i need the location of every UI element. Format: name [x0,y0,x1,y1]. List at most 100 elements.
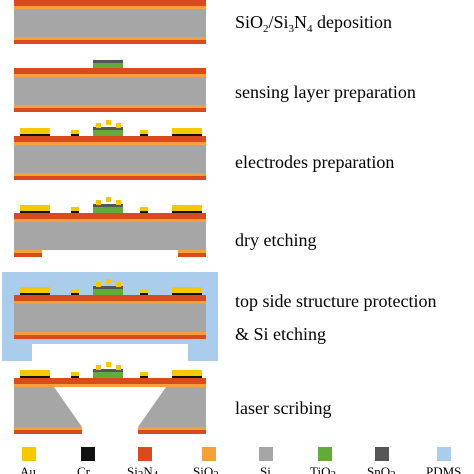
bottom-sio2-right [178,250,206,253]
step-1-wafer [14,0,206,44]
legend-swatch-si [259,447,273,461]
legend: Au Cr Si3N4 SiO2 Si TiO2 SnO2 PDMS [20,447,461,474]
top-si3n4-layer [14,136,206,142]
step-6-label: laser scribing [235,398,331,418]
legend-label-cr: Cr [77,464,91,474]
bottom-si3n4-layer [14,176,206,180]
legend-label-au: Au [20,464,36,474]
legend-label-tio2: TiO2 [310,464,336,474]
sno2-layer [93,127,123,130]
cr-pad-right [172,376,202,378]
legend-swatch-cr [81,447,95,461]
cr-pad-left [20,211,50,213]
top-sio2-layer [14,219,206,222]
au-small-right [140,130,148,134]
bottom-si3n4-right [178,253,206,257]
legend-swatch-au [22,447,36,461]
au-pad-right [172,370,202,376]
cr-small-left [71,376,79,378]
au-finger-1 [96,282,101,287]
au-finger-1 [96,200,101,205]
bottom-si3n4-layer [14,108,206,112]
legend-swatch-si3n4 [138,447,152,461]
au-small-right [140,289,148,293]
top-si3n4-layer [14,0,206,6]
au-finger-2 [106,362,111,367]
bottom-sio2-left [14,427,82,430]
top-sio2-layer [14,384,206,387]
step-3-wafer [14,120,206,180]
legend-label-sno2: SnO2 [367,464,396,474]
top-sio2-layer [14,74,206,77]
legend-swatch-pdms [437,447,451,461]
sno2-layer [93,369,123,372]
cr-pad-left [20,134,50,136]
step-2-wafer [14,60,206,112]
si-frame-left [14,387,82,427]
top-si3n4-layer [14,213,206,219]
top-sio2-layer [14,142,206,145]
legend-label-si3n4: Si3N4 [127,464,159,474]
sno2-layer [93,286,123,289]
top-si3n4-layer [14,68,206,74]
cr-small-left [71,134,79,136]
au-pad-left [20,128,50,134]
si-substrate [14,145,206,173]
bottom-sio2-layer [14,173,206,176]
si-frame-right [138,387,206,427]
cr-small-right [140,376,148,378]
top-sio2-layer [14,6,206,9]
tio2-layer [93,63,123,68]
cr-small-left [71,293,79,295]
cr-small-right [140,211,148,213]
cr-pad-left [20,376,50,378]
bottom-sio2-layer [14,105,206,108]
bottom-si3n4-right [138,430,206,434]
au-finger-2 [106,279,111,284]
si-substrate [14,77,206,105]
step-5-label-line2: & Si etching [235,324,326,344]
sno2-layer [93,204,123,207]
tio2-layer [93,207,123,213]
top-sio2-layer [14,301,206,304]
step-3-label: electrodes preparation [235,152,394,172]
tio2-layer [93,130,123,136]
bottom-sio2-layer [14,332,206,335]
top-si3n4-layer [14,295,206,301]
au-small-left [71,289,79,293]
au-small-left [71,130,79,134]
legend-swatch-sio2 [202,447,216,461]
bottom-si3n4-left [14,253,42,257]
legend-label-pdms: PDMS [426,464,461,474]
cr-small-right [140,293,148,295]
bottom-si3n4-left [14,430,82,434]
tio2-layer [93,372,123,378]
legend-swatch-sno2 [375,447,389,461]
step-6-wafer [14,362,206,434]
sno2-layer [93,60,123,63]
au-finger-1 [96,123,101,128]
legend-label-sio2: SiO2 [193,464,219,474]
cr-small-left [71,211,79,213]
step-1-label: SiO2/Si3N4 deposition [235,12,392,35]
step-5-label-line1: top side structure protection [235,291,436,311]
legend-swatch-tio2 [318,447,332,461]
cr-pad-right [172,134,202,136]
au-finger-3 [116,282,121,287]
au-finger-2 [106,120,111,125]
au-pad-left [20,287,50,293]
cr-pad-left [20,293,50,295]
au-pad-right [172,287,202,293]
tio2-layer [93,289,123,295]
au-finger-1 [96,365,101,370]
step-5-wafer [2,272,218,361]
au-pad-left [20,370,50,376]
si-substrate [14,222,206,250]
au-small-left [71,372,79,376]
cr-small-right [140,134,148,136]
au-finger-2 [106,197,111,202]
legend-label-si: Si [260,464,271,474]
au-finger-3 [116,200,121,205]
au-small-left [71,207,79,211]
